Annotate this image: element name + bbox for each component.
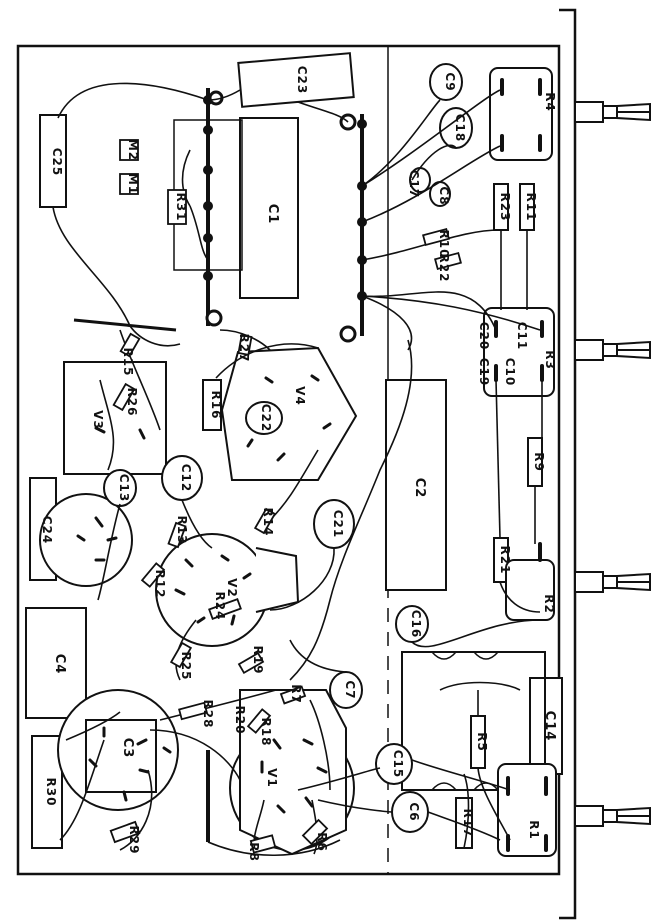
- label-v3: V3: [91, 410, 105, 430]
- label-m1: M1: [126, 173, 140, 195]
- label-r27: R27: [237, 334, 251, 363]
- label-r11: R11: [524, 193, 538, 222]
- capacitor-c2-body: [385, 379, 447, 591]
- label-r10: R10: [437, 230, 451, 259]
- resistor-r30-body: [31, 735, 63, 849]
- label-c2: C2: [412, 478, 427, 499]
- label-r2: R2: [542, 594, 556, 614]
- tube-socket-v4: [220, 346, 358, 481]
- label-c22: C22: [259, 404, 273, 433]
- label-c3: C3: [120, 738, 135, 759]
- label-c16: C16: [409, 610, 423, 639]
- tube-socket-v2: [155, 533, 269, 647]
- label-c15: C15: [391, 750, 405, 779]
- label-c21: C21: [331, 510, 345, 539]
- label-c20: C20: [477, 322, 491, 351]
- label-r4: R4: [543, 92, 557, 112]
- label-v2: V2: [225, 578, 239, 598]
- capacitor-c1-body: [239, 117, 299, 299]
- label-c1: C1: [265, 204, 280, 225]
- label-r7: R7: [289, 684, 303, 704]
- label-c19: C19: [477, 358, 491, 387]
- label-r16: R16: [209, 391, 223, 420]
- label-r26: R26: [125, 388, 139, 417]
- label-r5: R5: [475, 732, 489, 752]
- label-c23: C23: [295, 66, 309, 95]
- label-c8: C8: [437, 186, 451, 205]
- label-c10: C10: [503, 358, 517, 387]
- label-r21: R21: [498, 546, 512, 575]
- mount-lug-3: [205, 309, 223, 327]
- capacitor-c25-body: [39, 114, 67, 208]
- control-third: [574, 571, 651, 593]
- label-c9: C9: [443, 72, 457, 91]
- socket-pins: [76, 374, 332, 814]
- capacitor-c9-disc: [429, 63, 463, 101]
- label-c13: C13: [117, 474, 131, 503]
- label-r30: R30: [44, 778, 58, 807]
- label-r29: R29: [127, 826, 141, 855]
- label-r15: R15: [121, 348, 135, 377]
- label-c7: C7: [343, 680, 357, 699]
- label-v4: V4: [293, 386, 307, 406]
- control-top: [574, 101, 651, 123]
- capacitor-c23-body: [237, 52, 355, 108]
- label-r13: R13: [175, 516, 189, 545]
- terminal-strips: [73, 88, 367, 842]
- tube-socket-v3: [63, 361, 167, 475]
- label-c4: C4: [52, 654, 67, 675]
- component-labels: C1 C2 C3 C4 C6 C7 C8 C9 C10 C11 C12 C13 …: [40, 66, 557, 862]
- resistor-r21-body: [493, 537, 509, 583]
- label-r28: R28: [201, 700, 215, 729]
- label-r17: R17: [461, 809, 475, 838]
- label-c11: C11: [515, 322, 529, 351]
- label-r14: R14: [261, 508, 275, 537]
- label-r23: R23: [498, 193, 512, 222]
- tube-sockets: [39, 346, 358, 856]
- capacitor-c4-body: [25, 607, 87, 719]
- label-r18: R18: [259, 718, 273, 747]
- label-r25: R25: [179, 652, 193, 681]
- label-r8: R8: [247, 842, 261, 862]
- label-r3: R3: [543, 350, 557, 370]
- resistor-r16-body: [202, 379, 222, 431]
- front-panel-controls: [574, 101, 651, 827]
- label-c12: C12: [179, 464, 193, 493]
- small-resistors: [109, 139, 462, 854]
- label-r9: R9: [532, 452, 546, 472]
- label-c17: C17: [407, 170, 421, 199]
- label-r31: R31: [174, 193, 188, 222]
- label-r12: R12: [153, 570, 167, 599]
- label-c25: C25: [50, 148, 64, 177]
- control-second: [574, 339, 651, 361]
- disc-capacitors: [103, 63, 473, 833]
- label-c6: C6: [407, 802, 421, 821]
- label-r19: R19: [251, 646, 265, 675]
- label-c14: C14: [542, 711, 557, 742]
- label-r6: R6: [315, 832, 329, 852]
- label-m2: M2: [126, 139, 140, 161]
- control-bottom: [574, 805, 651, 827]
- wiring: [52, 82, 543, 857]
- label-c24: C24: [40, 516, 54, 545]
- label-c18: C18: [453, 114, 467, 143]
- pot-terminals: [483, 67, 557, 857]
- capacitor-c22-disc: [245, 401, 283, 435]
- label-r22: R22: [437, 254, 451, 283]
- label-r24: R24: [213, 592, 227, 621]
- label-r1: R1: [527, 820, 541, 840]
- label-v1: V1: [265, 768, 279, 788]
- capacitor-c15-disc: [375, 743, 413, 785]
- mount-lug-2: [339, 325, 357, 343]
- socket-c24: [39, 493, 133, 587]
- label-r20: R20: [233, 706, 247, 735]
